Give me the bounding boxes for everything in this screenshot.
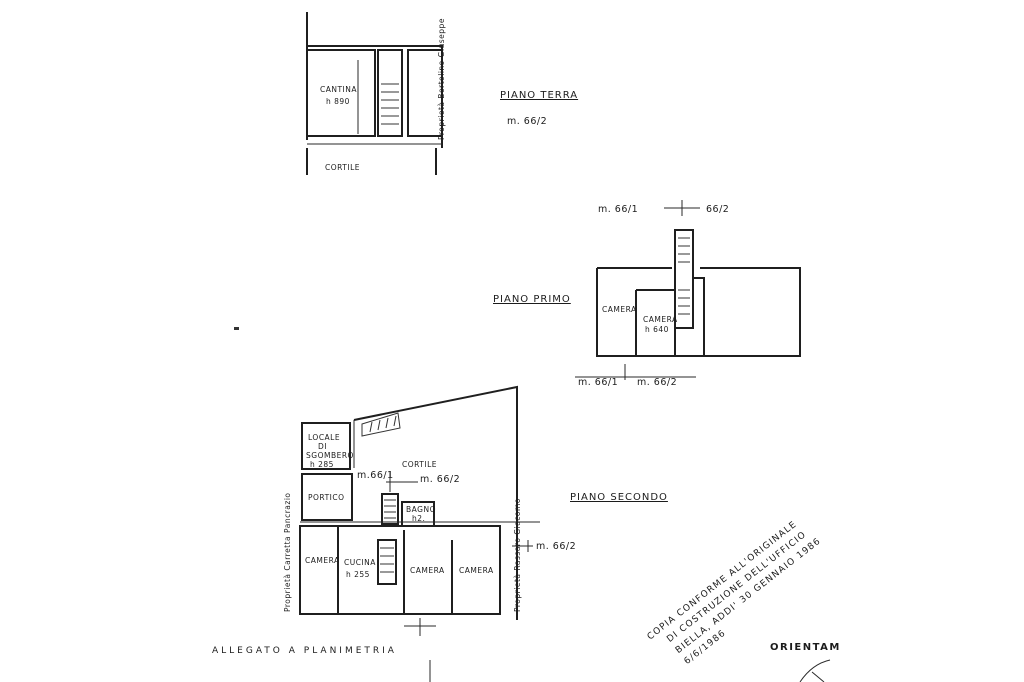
second-parcel-right: m. 66/2	[536, 541, 576, 552]
first-room1-label: CAMERA	[602, 305, 637, 314]
cellar-label: CANTINA	[320, 85, 357, 94]
second-parcel-a: m.66/1	[357, 470, 394, 481]
ground-floor-parcel: m. 66/2	[507, 116, 547, 127]
ground-courtyard-label: CORTILE	[325, 163, 360, 172]
porch-label: PORTICO	[308, 493, 345, 502]
bath-height: h2.	[412, 514, 425, 523]
orientation-label: ORIENTAM	[770, 642, 841, 653]
second-floor-title: PIANO SECONDO	[570, 492, 668, 503]
storage-label-2: DI	[318, 442, 327, 451]
second-parcel-b: m. 66/2	[420, 474, 460, 485]
stamp-line-1: COPIA CONFORME ALL'ORIGINALE	[646, 519, 799, 642]
first-parcel-top-right: 66/2	[706, 204, 729, 215]
storage-height: h 285	[310, 460, 334, 469]
faded-footer-text: ALLEGATO A PLANIMETRIA	[212, 646, 397, 656]
left-neighbor-label: Proprietà Carretta Pancrazio	[283, 493, 292, 613]
kitchen-label: CUCINA	[344, 558, 376, 567]
stamp-line-2: DI COSTRUZIONE DELL'UFFICIO	[665, 530, 808, 645]
first-room2-label: CAMERA	[643, 315, 678, 324]
first-parcel-divider-top	[664, 200, 700, 216]
first-parcel-top-left: m. 66/1	[598, 204, 638, 215]
first-parcel-bottom-right: m. 66/2	[637, 377, 677, 388]
kitchen-height: h 255	[346, 570, 370, 579]
second-room-a: CAMERA	[305, 556, 340, 565]
cellar-height: h 890	[326, 97, 350, 106]
ground-floor-plan: CANTINA h 890 Proprietà Bertolino Giusep…	[306, 12, 578, 175]
second-courtyard-label: CORTILE	[402, 460, 437, 469]
bath-label: BAGNO	[406, 505, 436, 514]
first-room2-height: h 640	[645, 325, 669, 334]
second-floor-plan: LOCALE DI SGOMBERO h 285 PORTICO CORTILE…	[283, 385, 668, 682]
stray-mark	[234, 327, 239, 330]
storage-label-3: SGOMBERO	[306, 451, 354, 460]
first-parcel-bottom-left: m. 66/1	[578, 377, 618, 388]
storage-label-1: LOCALE	[308, 433, 340, 442]
ground-neighbor-label: Proprietà Bertolino Giuseppe	[437, 18, 446, 140]
right-neighbor-label: Proprietà Rassaro Giacomo	[513, 498, 522, 612]
first-floor-plan: m. 66/1 66/2 CAMERA CAMERA h 640 PIANO P…	[493, 200, 801, 388]
north-arrow-icon	[799, 659, 831, 682]
second-room-b: CAMERA	[410, 566, 445, 575]
ground-floor-title: PIANO TERRA	[500, 90, 578, 101]
first-floor-title: PIANO PRIMO	[493, 294, 571, 305]
second-room-c: CAMERA	[459, 566, 494, 575]
